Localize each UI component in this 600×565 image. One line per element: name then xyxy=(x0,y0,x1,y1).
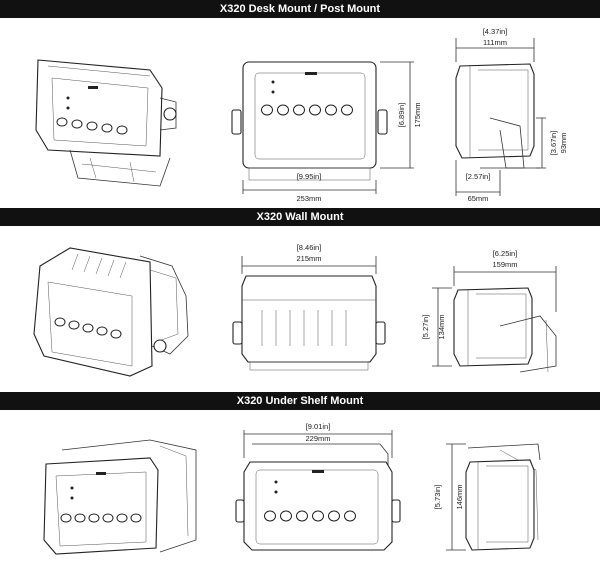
under-shelf-mount-side-view xyxy=(446,443,541,551)
front-width-in: [9.01in] xyxy=(306,422,331,431)
section-title: X320 Desk Mount / Post Mount xyxy=(219,3,381,15)
front-width-mm: 229mm xyxy=(305,434,330,443)
wall-mount-front-view xyxy=(232,256,386,371)
side-width-mm: 159mm xyxy=(492,260,517,269)
wall-mount-perspective-view xyxy=(33,247,189,377)
wall-mount-side-view xyxy=(432,266,557,373)
front-width-mm: 253mm xyxy=(296,194,321,203)
section-title: X320 Under Shelf Mount xyxy=(236,395,364,407)
under-shelf-mount-drawings: [9.01in] 229mm [5.73in] 146mm xyxy=(43,422,541,555)
front-width-in: [9.95in] xyxy=(297,172,322,181)
desk-mount-drawings: [9.95in] 253mm [6.89in] 175mm [4.37in] 1… xyxy=(35,27,568,203)
section-header-under-shelf-mount: X320 Under Shelf Mount xyxy=(0,392,600,410)
front-width-in: [8.46in] xyxy=(297,243,322,252)
desk-mount-front-view xyxy=(231,61,414,194)
section-header-wall-mount: X320 Wall Mount xyxy=(0,208,600,226)
front-height-mm: 175mm xyxy=(413,102,422,127)
desk-mount-side-view xyxy=(455,38,546,196)
section-title: X320 Wall Mount xyxy=(256,211,344,223)
side-width-in: [4.37in] xyxy=(483,27,508,36)
under-shelf-mount-front-view xyxy=(235,430,401,551)
desk-mount-perspective-view xyxy=(35,59,177,187)
wall-mount-drawings: [8.46in] 215mm [6.25in] 159mm [5.27in] 1… xyxy=(33,243,557,377)
side-height-in: [5.27in] xyxy=(421,315,430,340)
side-height-mm: 134mm xyxy=(437,314,446,339)
side-height-in: [3.67in] xyxy=(549,131,558,156)
side-height-mm: 146mm xyxy=(455,484,464,509)
under-shelf-mount-perspective-view xyxy=(43,439,197,555)
side-depth-in: [2.57in] xyxy=(466,172,491,181)
side-width-mm: 111mm xyxy=(483,38,507,47)
side-height-in: [5.73in] xyxy=(433,485,442,510)
section-header-desk-mount: X320 Desk Mount / Post Mount xyxy=(0,0,600,18)
front-height-in: [6.89in] xyxy=(397,103,406,128)
side-height-mm: 93mm xyxy=(559,133,568,154)
front-width-mm: 215mm xyxy=(296,254,321,263)
side-depth-mm: 65mm xyxy=(468,194,489,203)
side-width-in: [6.25in] xyxy=(493,249,518,258)
